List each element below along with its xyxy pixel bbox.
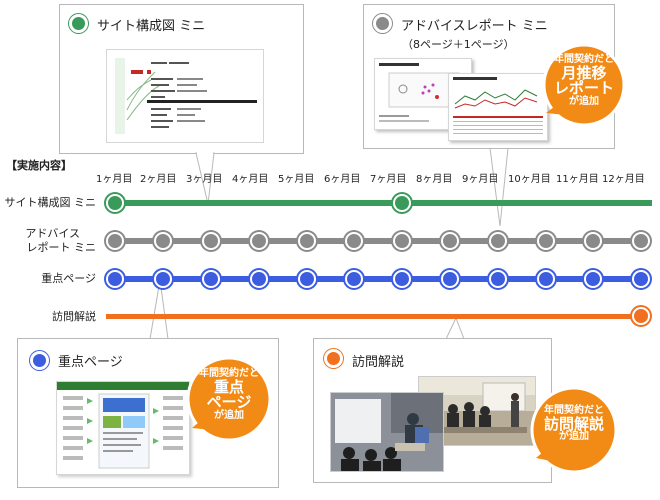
focus-badge-line4: が追加 [214,410,244,421]
focus-thumbnail [56,381,190,475]
focus-badge: 年間契約だと 重点 ページ が追加 [184,354,274,444]
focus-node [250,270,268,288]
visit-badge-line2: 訪問解説 [543,414,604,433]
advice-badge-line4: が追加 [569,96,599,107]
month-label: 3ヶ月目 [186,174,223,185]
focus-node [202,270,220,288]
row-label-visit: 訪問解説 [52,310,96,323]
advice-node [106,232,124,250]
advice-node [298,232,316,250]
month-label: 8ヶ月目 [416,174,453,185]
sitemap-milestone-node [106,194,124,212]
advice-node [154,232,172,250]
advice-thumbnail-1 [374,58,472,130]
month-label: 12ヶ月目 [602,174,645,185]
row-label-advice: アドバイス レポート ミニ [0,227,96,255]
month-label: 7ヶ月目 [370,174,407,185]
visit-timeline-bar [106,314,642,319]
advice-badge-line1: 年間契約だと [554,54,614,65]
advice-badge: 年間契約だと 月推移 レポート が追加 [540,41,628,129]
focus-node [345,270,363,288]
advice-node [345,232,363,250]
month-label: 11ヶ月目 [556,174,599,185]
row-label-sitemap: サイト構成図 ミニ [4,196,97,209]
seminar-photo-front [418,376,536,446]
advice-color-dot [373,14,392,33]
month-label: 1ヶ月目 [96,174,133,185]
focus-node [632,270,650,288]
month-label: 6ヶ月目 [324,174,361,185]
advice-badge-line2: 月推移 [561,63,607,82]
advice-node [632,232,650,250]
visit-color-dot [324,349,343,368]
sitemap-callout-title: サイト構成図 ミニ [97,19,206,34]
focus-badge-line1: 年間契約だと [199,368,259,379]
advice-callout-subtitle: （8ページ＋1ページ） [402,38,515,51]
focus-node [489,270,507,288]
visit-node [632,307,650,325]
row-label-focus: 重点ページ [41,272,96,285]
sitemap-timeline-bar [112,200,652,206]
visit-badge-line3: が追加 [559,431,589,443]
row-label-advice-line1: アドバイス [25,227,80,240]
focus-node [584,270,602,288]
month-label: 5ヶ月目 [278,174,315,185]
advice-node [537,232,555,250]
focus-badge-line3: ページ [206,393,252,412]
month-label: 9ヶ月目 [462,174,499,185]
focus-timeline-bar [112,276,642,282]
visit-callout: 訪問解説 [313,338,552,483]
focus-node [393,270,411,288]
advice-node [393,232,411,250]
visit-badge: 年間契約だと 訪問解説 が追加 [528,384,620,476]
month-label: 4ヶ月目 [232,174,269,185]
advice-thumbnail-2 [448,73,548,141]
focus-node [441,270,459,288]
month-label: 2ヶ月目 [140,174,177,185]
visit-badge-line1: 年間契約だと [544,405,604,416]
advice-node [250,232,268,250]
advice-node [202,232,220,250]
focus-node [298,270,316,288]
focus-callout-title: 重点ページ [58,355,123,370]
row-label-advice-line2: レポート ミニ [26,241,97,254]
focus-node [154,270,172,288]
sitemap-thumbnail [106,49,264,143]
focus-node [537,270,555,288]
visit-callout-title: 訪問解説 [352,355,405,370]
focus-node [106,270,124,288]
focus-badge-line2: 重点 [213,377,244,396]
advice-timeline-bar [112,238,642,244]
advice-node [489,232,507,250]
section-label: 【実施内容】 [6,159,72,172]
seminar-photo-back [330,392,444,472]
focus-color-dot [30,351,49,370]
advice-node [584,232,602,250]
month-label: 10ヶ月目 [508,174,551,185]
advice-callout-title: アドバイスレポート ミニ [401,19,548,34]
advice-node [441,232,459,250]
advice-badge-line3: レポート [553,79,614,98]
sitemap-callout: サイト構成図 ミニ [59,4,304,154]
sitemap-milestone-node [393,194,411,212]
sitemap-color-dot [69,14,88,33]
